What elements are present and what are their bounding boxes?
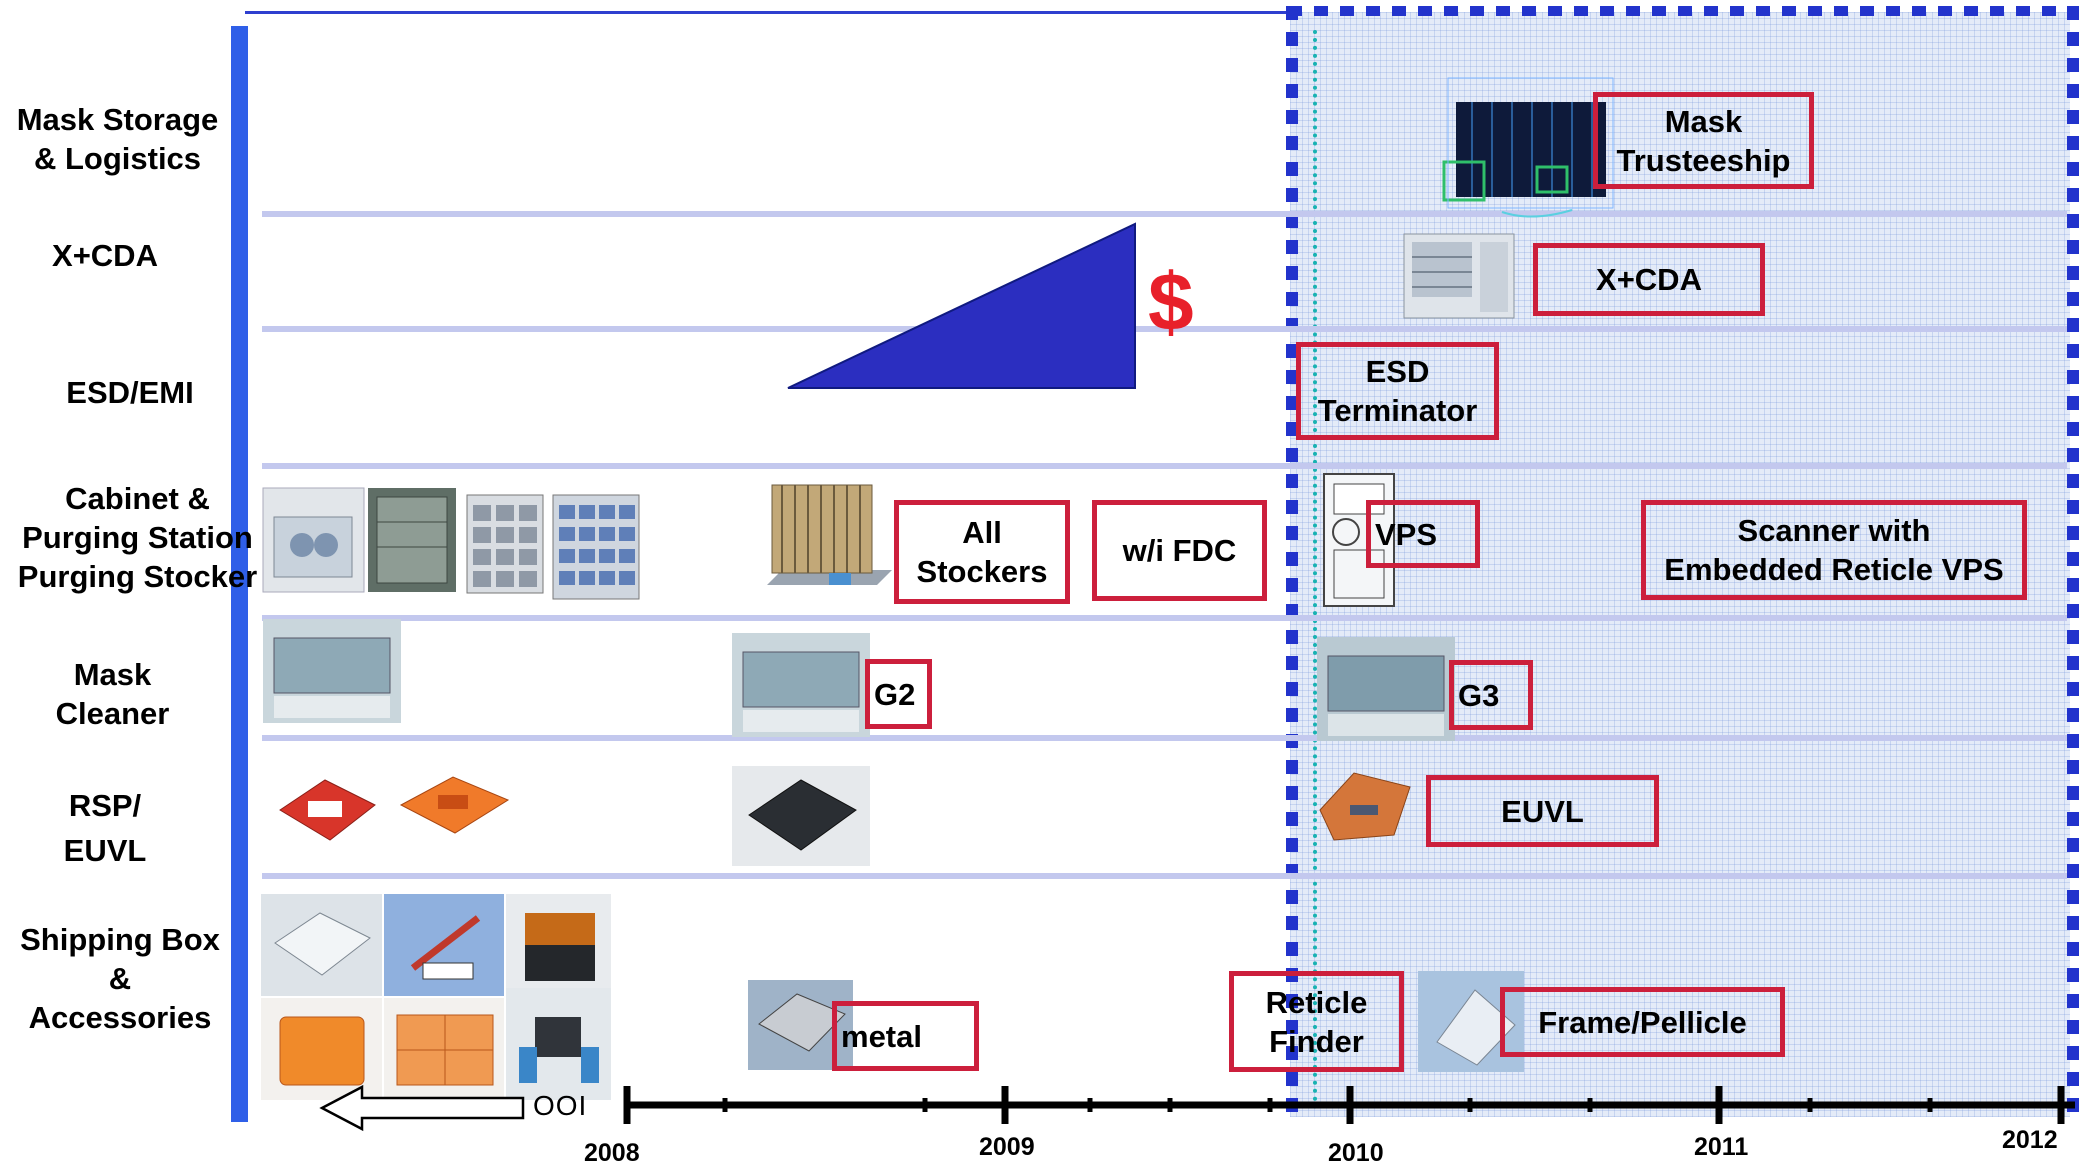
category-shipping-box: Shipping Box & Accessories — [20, 922, 220, 1035]
euvl-label: EUVL — [1426, 775, 1659, 847]
mask-trusteeship-label: Mask Trusteeship — [1593, 92, 1814, 189]
row-separator — [262, 873, 2067, 879]
shipping-tray-image — [384, 998, 504, 1100]
year-2012: 2012 — [2002, 1126, 2058, 1154]
rsp-black-pod-image — [732, 766, 870, 866]
row-separator — [262, 463, 2067, 469]
category-esd-emi: ESD/EMI — [66, 375, 194, 410]
category-xcda: X+CDA — [52, 238, 158, 273]
year-2009: 2009 — [979, 1133, 1035, 1161]
mask-cleaner-image-3 — [1317, 637, 1455, 741]
frame-pellicle-label: Frame/Pellicle — [1500, 987, 1785, 1057]
wi-fdc-label: w/i FDC — [1092, 500, 1267, 601]
year-2008: 2008 — [584, 1139, 640, 1167]
vps-label: VPS — [1366, 500, 1480, 568]
all-stockers-label: All Stockers — [894, 500, 1070, 604]
rsp-pod-image-1 — [279, 779, 376, 841]
top-rule — [245, 11, 1295, 14]
euvl-pod-image — [1319, 772, 1411, 841]
dollar-sign: $ — [1148, 257, 1194, 348]
esd-terminator-label: ESD Terminator — [1296, 342, 1499, 440]
year-2011: 2011 — [1694, 1133, 1749, 1161]
row-separator — [262, 735, 2067, 741]
shipping-box-clear-image — [261, 894, 382, 996]
future-region-right-border — [2067, 6, 2079, 1118]
cost-triangle — [787, 222, 1136, 389]
xcda-cabinet-image — [1403, 233, 1515, 319]
category-cabinet: Cabinet & Purging Station Purging Stocke… — [17, 481, 258, 594]
future-region-inner-line — [1313, 30, 1317, 1110]
year-2010: 2010 — [1328, 1139, 1384, 1167]
rsp-pod-image-2 — [399, 776, 510, 834]
arrow-label: OOI — [533, 1090, 588, 1121]
xcda-label: X+CDA — [1533, 243, 1765, 316]
metal-label: metal — [832, 1001, 979, 1071]
category-mask-cleaner: Mask Cleaner — [55, 657, 170, 731]
timeline-axis — [623, 1086, 2075, 1124]
shipping-wand-image — [384, 894, 504, 996]
left-arrow-icon — [319, 1084, 525, 1132]
category-rsp-euvl: RSP/ EUVL — [63, 788, 147, 868]
row-separator — [262, 615, 2067, 621]
row-separator — [262, 211, 2067, 217]
reticle-finder-label: Reticle Finder — [1229, 971, 1404, 1072]
future-region — [1290, 12, 2070, 1117]
stocker-drawing-image — [1442, 77, 1614, 218]
purging-cabinet-image — [262, 487, 365, 593]
scanner-vps-label: Scanner with Embedded Reticle VPS — [1641, 500, 2027, 600]
future-region-left-border — [1286, 6, 1298, 1118]
vps-machine-image — [1323, 473, 1395, 607]
category-axis-bar — [231, 26, 248, 1122]
g2-label: G2 — [865, 659, 932, 729]
mask-cleaner-image-1 — [263, 619, 401, 723]
stocker-rack-image — [767, 484, 892, 585]
purging-stocker-image-1 — [466, 494, 544, 594]
future-region-top-border — [1288, 6, 2072, 16]
category-mask-storage: Mask Storage & Logistics — [16, 102, 219, 176]
mask-cleaner-image-2 — [732, 633, 870, 737]
purging-station-image — [368, 488, 456, 592]
purging-stocker-image-2 — [552, 494, 640, 600]
shipping-orange-box-image — [261, 998, 382, 1100]
row-separator — [262, 326, 2067, 332]
g3-label: G3 — [1449, 660, 1533, 730]
shipping-carrier-image — [506, 894, 611, 996]
shipping-gripper-image — [506, 988, 611, 1100]
